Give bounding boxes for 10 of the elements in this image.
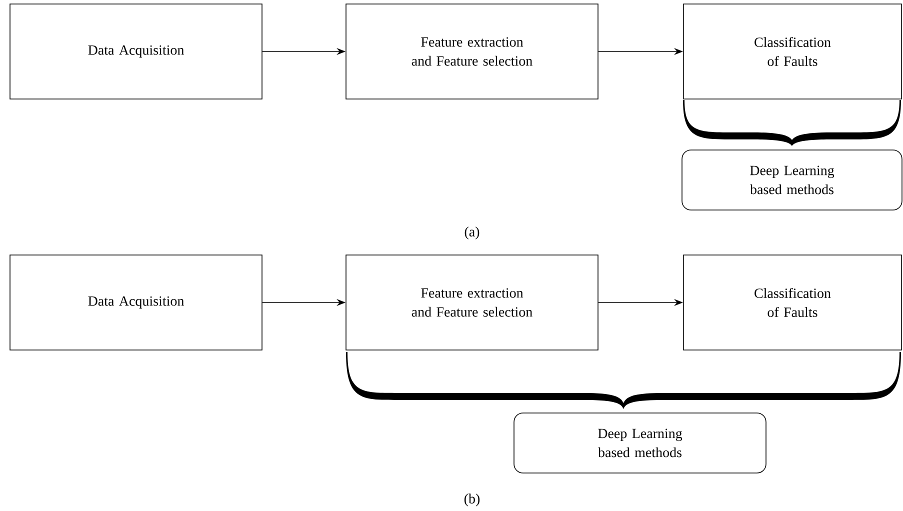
process-box: Classification of Faults	[683, 4, 902, 100]
process-box: Feature extraction and Feature selection	[346, 254, 598, 350]
rounded-box: Deep Learning based methods	[514, 412, 766, 474]
panel-label: (b)	[464, 494, 480, 506]
process-box: Classification of Faults	[683, 254, 902, 350]
process-box: Data Acquisition	[10, 254, 262, 350]
process-box: Feature extraction and Feature selection	[346, 4, 598, 100]
process-box: Data Acquisition	[10, 4, 262, 100]
panel-label: (a)	[464, 226, 480, 240]
rounded-box: Deep Learning based methods	[682, 150, 902, 210]
